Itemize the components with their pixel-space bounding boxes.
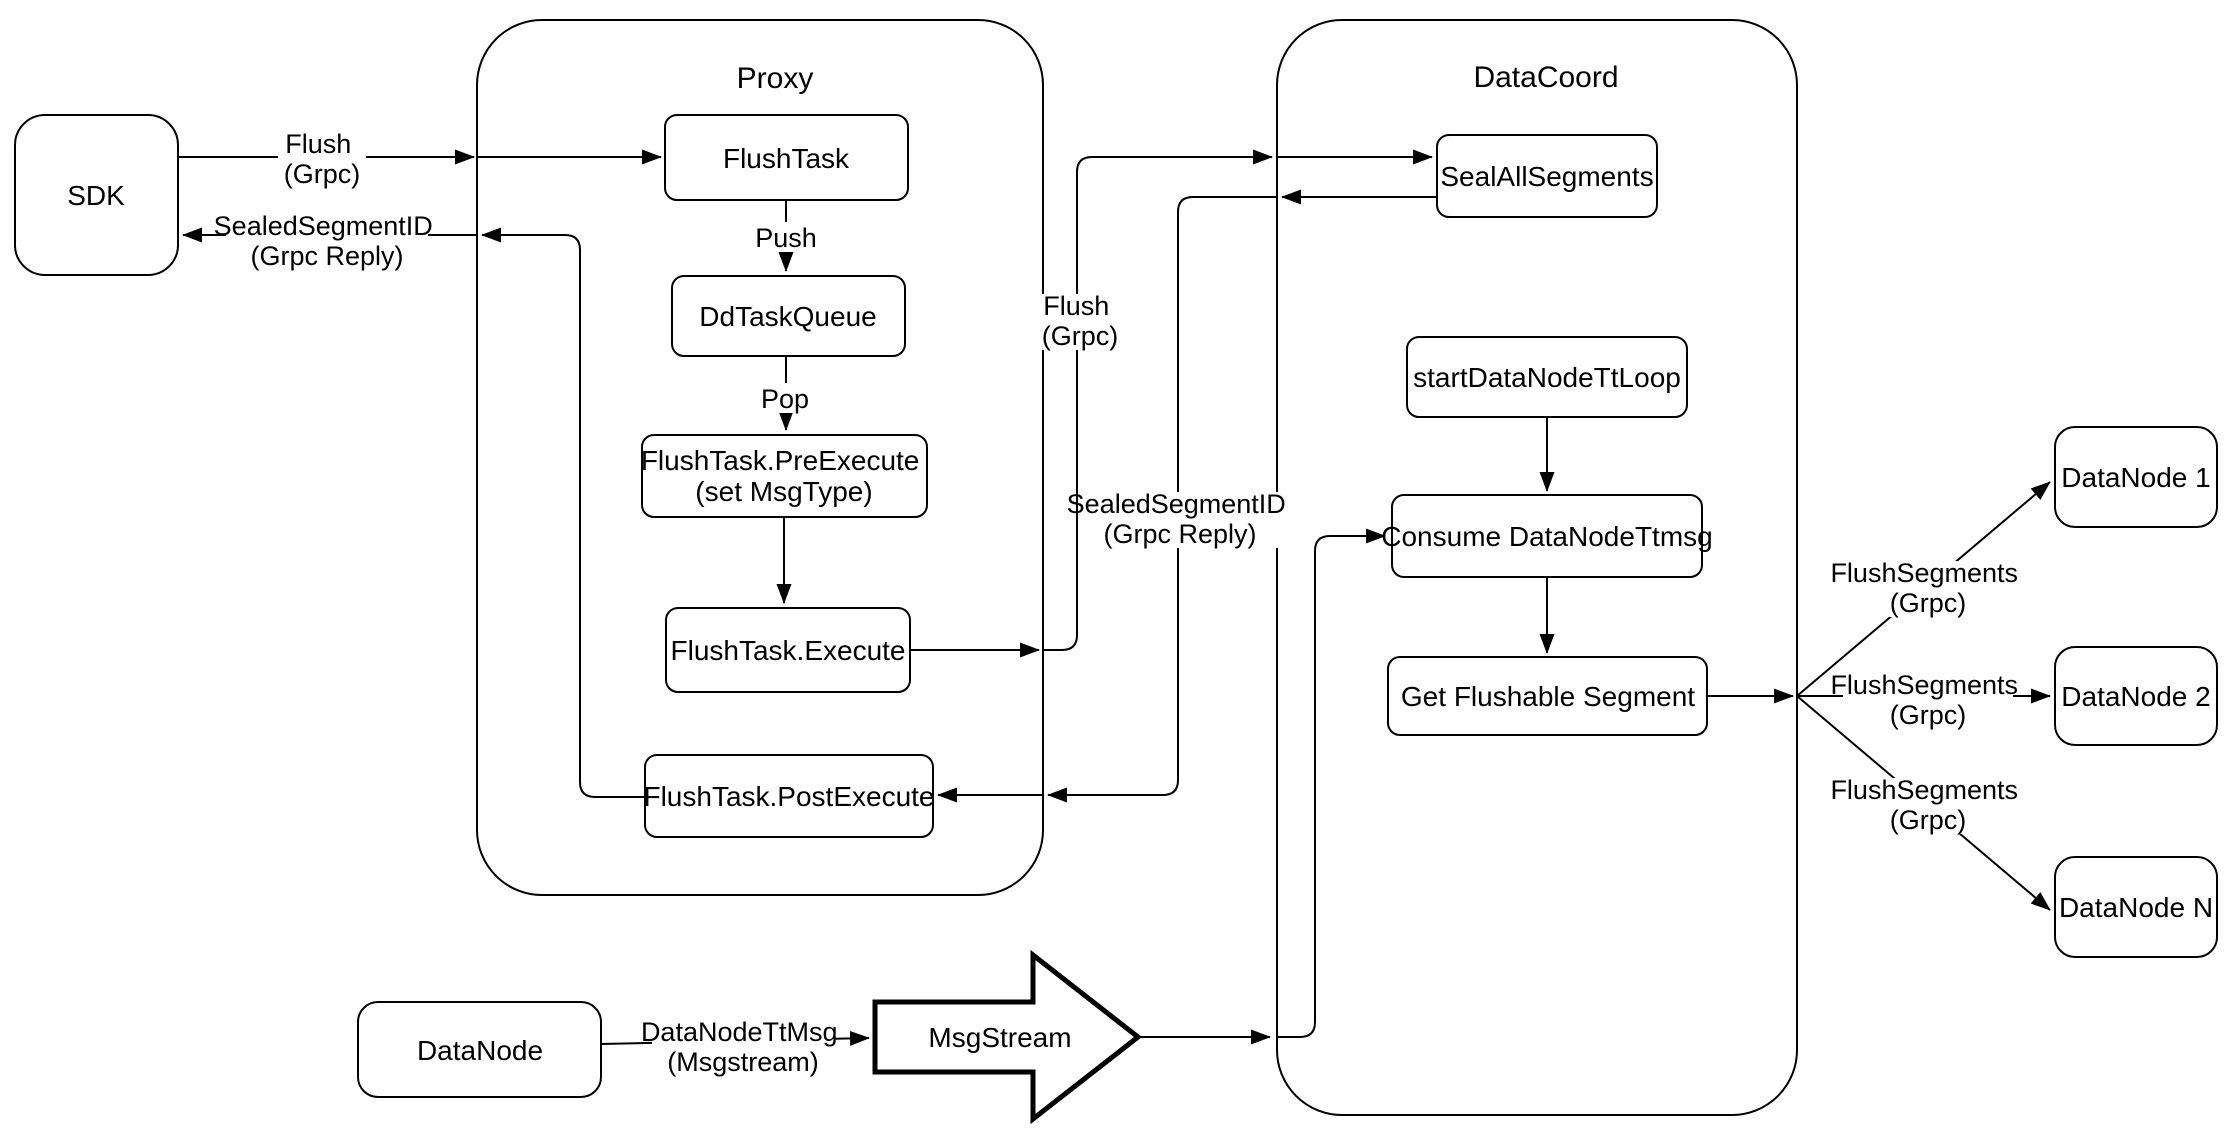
get-flushable-segment-node-label: Get Flushable Segment	[1401, 681, 1695, 712]
msgstream-block-arrow-label: MsgStream	[928, 1022, 1071, 1053]
label-bg	[1843, 778, 2013, 834]
flush-segments-label-2: FlushSegments (Grpc)	[1830, 670, 2025, 730]
flush-segments-label-1: FlushSegments (Grpc)	[1830, 558, 2025, 618]
datanode-source-node: DataNode	[357, 1001, 602, 1098]
startdatanodettloop-node: startDataNodeTtLoop	[1406, 336, 1688, 418]
flushtask-preexecute-node: FlushTask.PreExecute (set MsgType)	[641, 434, 928, 518]
datanode-source-node-label: DataNode	[417, 1035, 543, 1066]
flushtask-execute-node: FlushTask.Execute	[665, 607, 911, 693]
sdk-node-label: SDK	[67, 180, 125, 211]
flushtask-execute-node-label: FlushTask.Execute	[671, 635, 906, 666]
proxy-container	[476, 19, 1044, 896]
flushtask-node-label: FlushTask	[723, 143, 850, 174]
datanode-ttmsg-label: DataNodeTtMsg (Msgstream)	[641, 1017, 845, 1077]
edge-flush-riser-to-datacoord	[1043, 149, 1273, 651]
datanode-1-node-label: DataNode 1	[2061, 462, 2210, 493]
pop-label: Pop	[761, 384, 809, 414]
ddtaskqueue-node-label: DdTaskQueue	[699, 301, 876, 332]
sealed-segment-id-reply-label: SealedSegmentID (Grpc Reply)	[214, 211, 441, 271]
sealed-segment-id-mid-label: SealedSegmentID (Grpc Reply)	[1067, 489, 1294, 549]
edge-postexecute-to-proxy-border	[481, 227, 645, 798]
flush-grpc-label: Flush (Grpc)	[284, 129, 361, 189]
flushtask-postexecute-node: FlushTask.PostExecute	[643, 754, 935, 838]
datacoord-container	[1276, 19, 1798, 1116]
msgstream-block-arrow: MsgStream	[872, 949, 1143, 1125]
sealallsegments-node: SealAllSegments	[1436, 134, 1658, 218]
get-flushable-segment-node: Get Flushable Segment	[1387, 656, 1708, 736]
label-bg	[756, 222, 816, 252]
edge-msgstream-riser-to-consume	[1277, 528, 1386, 1038]
proxy-container-label: Proxy	[737, 62, 814, 95]
label-bg	[226, 214, 428, 266]
label-bg	[1843, 673, 2013, 729]
label-bg	[760, 383, 810, 413]
label-bg	[1036, 294, 1124, 350]
flushtask-node: FlushTask	[664, 114, 909, 201]
flushtask-preexecute-node-label: FlushTask.PreExecute (set MsgType)	[641, 445, 927, 507]
ddtaskqueue-node: DdTaskQueue	[671, 275, 906, 357]
sealallsegments-node-label: SealAllSegments	[1440, 161, 1653, 192]
consume-datanodettmsg-node-label: Consume DataNodeTtmsg	[1381, 521, 1712, 552]
label-bg	[652, 1020, 834, 1076]
push-label: Push	[755, 223, 817, 253]
datanode-2-node-label: DataNode 2	[2061, 681, 2210, 712]
flush-grpc-mid-label: Flush (Grpc)	[1042, 291, 1119, 351]
datanode-1-node: DataNode 1	[2054, 426, 2218, 528]
flushtask-postexecute-node-label: FlushTask.PostExecute	[643, 781, 934, 812]
sdk-node: SDK	[14, 114, 179, 276]
datanode-n-node-label: DataNode N	[2059, 892, 2213, 923]
datacoord-container-label: DataCoord	[1473, 61, 1618, 94]
datanode-n-node: DataNode N	[2054, 856, 2218, 958]
label-bg	[1079, 492, 1281, 548]
label-bg	[278, 132, 366, 184]
startdatanodettloop-node-label: startDataNodeTtLoop	[1413, 362, 1681, 393]
datanode-2-node: DataNode 2	[2054, 646, 2218, 746]
label-bg	[1843, 561, 2013, 617]
consume-datanodettmsg-node: Consume DataNodeTtmsg	[1381, 494, 1713, 578]
flush-segments-label-3: FlushSegments (Grpc)	[1830, 775, 2025, 835]
